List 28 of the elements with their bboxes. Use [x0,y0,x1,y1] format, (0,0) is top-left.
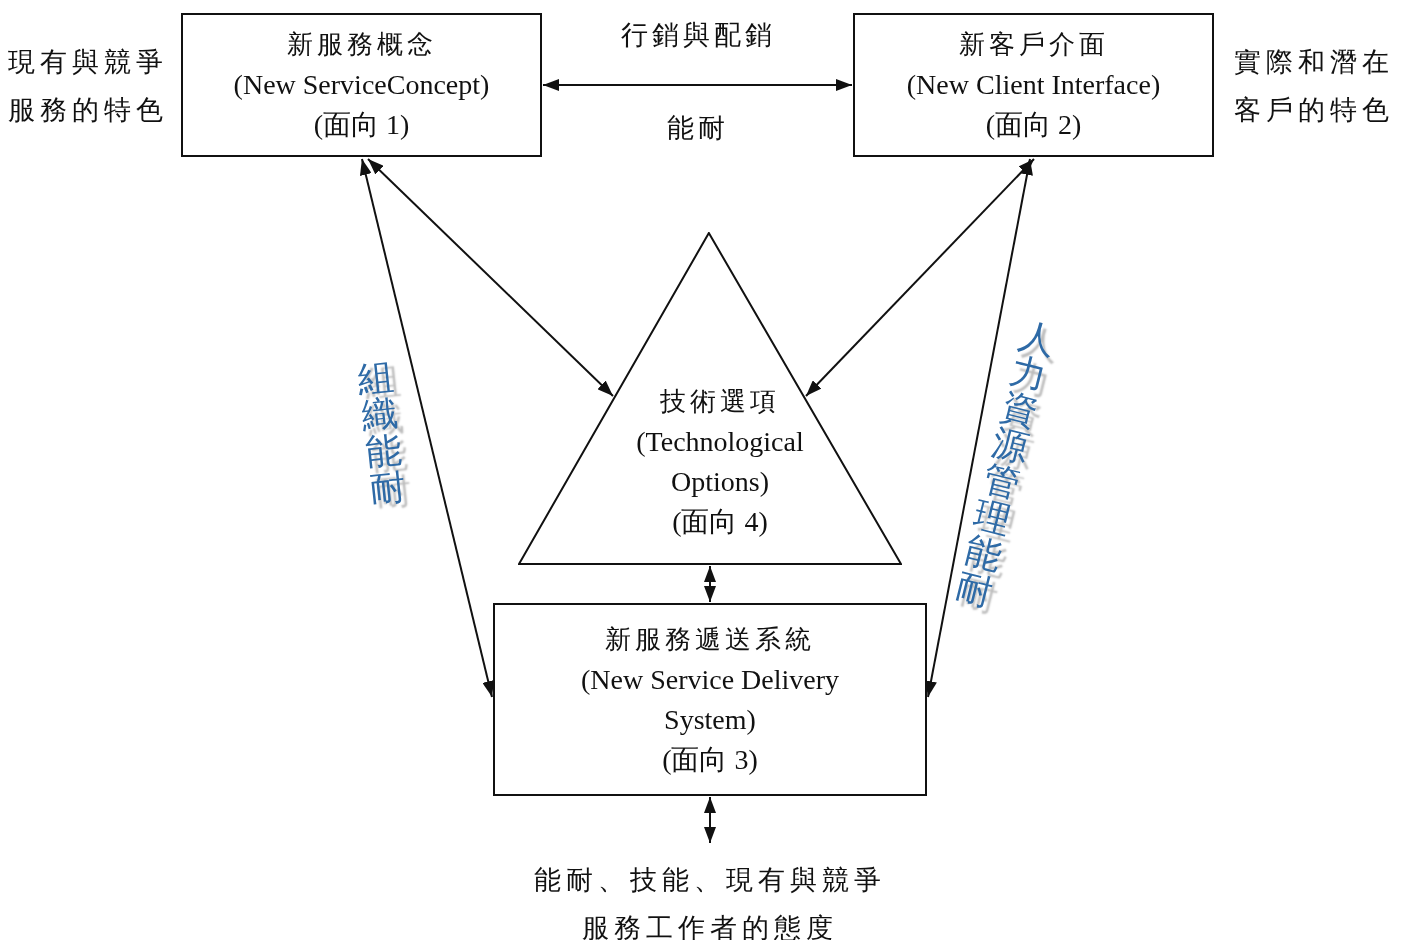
edge-label: 人力資源管理能耐 [951,316,1061,613]
double-arrow [359,158,495,698]
box-text: 新客戶介面 [958,29,1109,61]
box-text: (New Service Delivery System) [579,662,841,737]
process-box [853,13,1214,157]
box-text: (New ServiceConcept) [233,68,490,102]
side-note: 實際和潛在客戶的特色 [1234,46,1395,127]
label-text: 能耐 [666,112,730,145]
double-arrow [805,158,1035,397]
box-text: (面向 1) [313,108,410,142]
double-arrow [542,79,853,91]
double-arrow [367,158,614,397]
process-box [181,13,542,157]
box-text: (面向 3) [662,742,758,777]
caption-text: 能耐、技能、現有與競爭服務工作者的態度 [533,864,887,940]
triangle-text: (Technological Options) [635,425,805,499]
box-text: 新服務遞送系統 [605,623,815,656]
box-text: (面向 2) [985,108,1082,142]
triangle-text: (面向 4) [672,505,768,539]
process-box [493,603,927,796]
triangle-text: 技術選項 [660,386,780,418]
box-text: 新服務概念 [286,29,437,61]
box-text: (New Client Interface) [906,68,1161,102]
double-arrow [704,796,716,844]
edge-label: 組織能耐 [354,357,409,510]
side-note: 現有與競爭服務的特色 [8,46,169,127]
edge-label: 行銷與配銷 [619,19,777,52]
double-arrow [704,565,716,603]
